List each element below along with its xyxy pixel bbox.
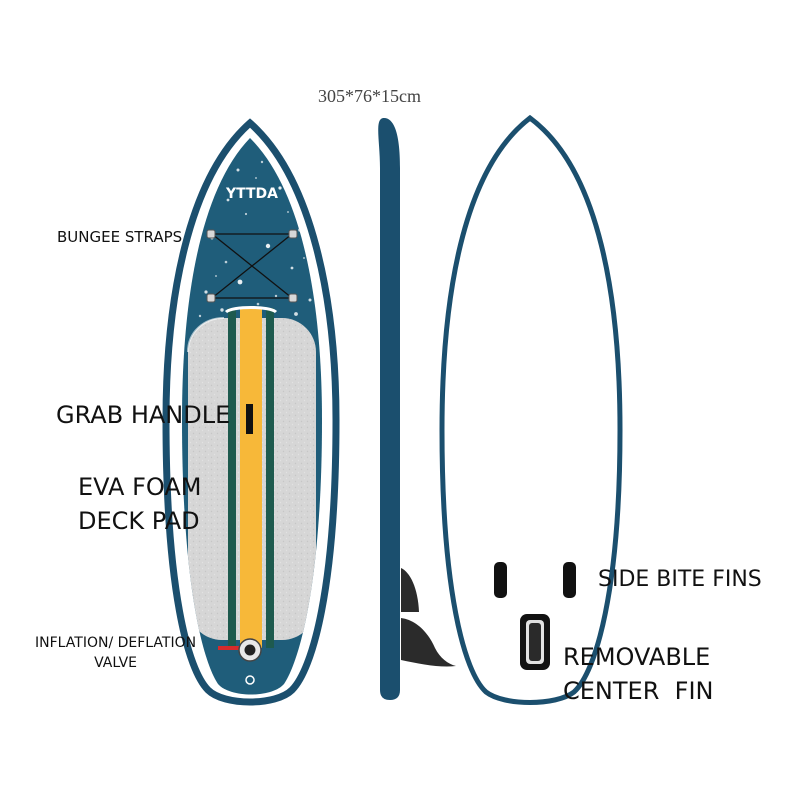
- label-grab-handle: GRAB HANDLE: [56, 401, 231, 429]
- label-valve-line1: INFLATION/ DEFLATION: [35, 635, 197, 651]
- center-fin-silhouette: [401, 618, 456, 667]
- bungee-anchors: [206, 229, 298, 303]
- label-center-fin-line1: REMOVABLE: [563, 643, 711, 671]
- board-top-view: YTTDA: [162, 118, 340, 706]
- board-side-view: [378, 118, 456, 700]
- label-valve-line2: VALVE: [94, 655, 138, 671]
- side-profile: [378, 118, 400, 700]
- board-dimensions: 305*76*15cm: [318, 86, 421, 106]
- grab-handle: [246, 404, 253, 434]
- center-fin-box: [520, 614, 550, 670]
- label-bungee-straps: BUNGEE STRAPS: [57, 228, 183, 246]
- label-eva-foam-deck-pad: EVA FOAM DECK PAD: [78, 470, 202, 538]
- label-side-bite-fins: SIDE BITE FINS: [598, 567, 762, 592]
- brand-logo: YTTDA: [225, 186, 278, 202]
- bungee-straps: [211, 233, 293, 299]
- label-eva-line1: EVA FOAM: [78, 473, 202, 501]
- board-outline-bottom: [439, 114, 623, 705]
- inflation-valve: [218, 638, 262, 685]
- stripe-green-left: [228, 308, 236, 648]
- stripe-green-right: [266, 308, 274, 648]
- label-removable-center-fin: REMOVABLE CENTER FIN: [563, 640, 713, 708]
- side-fin-box-right: [563, 562, 576, 598]
- side-fin-box-left: [494, 562, 507, 598]
- label-eva-line2: DECK PAD: [78, 507, 200, 535]
- side-fin-silhouette: [401, 568, 419, 612]
- label-center-fin-line2: CENTER FIN: [563, 677, 714, 705]
- stripe-yellow: [240, 308, 262, 648]
- label-inflation-valve: INFLATION/ DEFLATION VALVE: [35, 633, 196, 673]
- board-bottom-view: [439, 114, 623, 705]
